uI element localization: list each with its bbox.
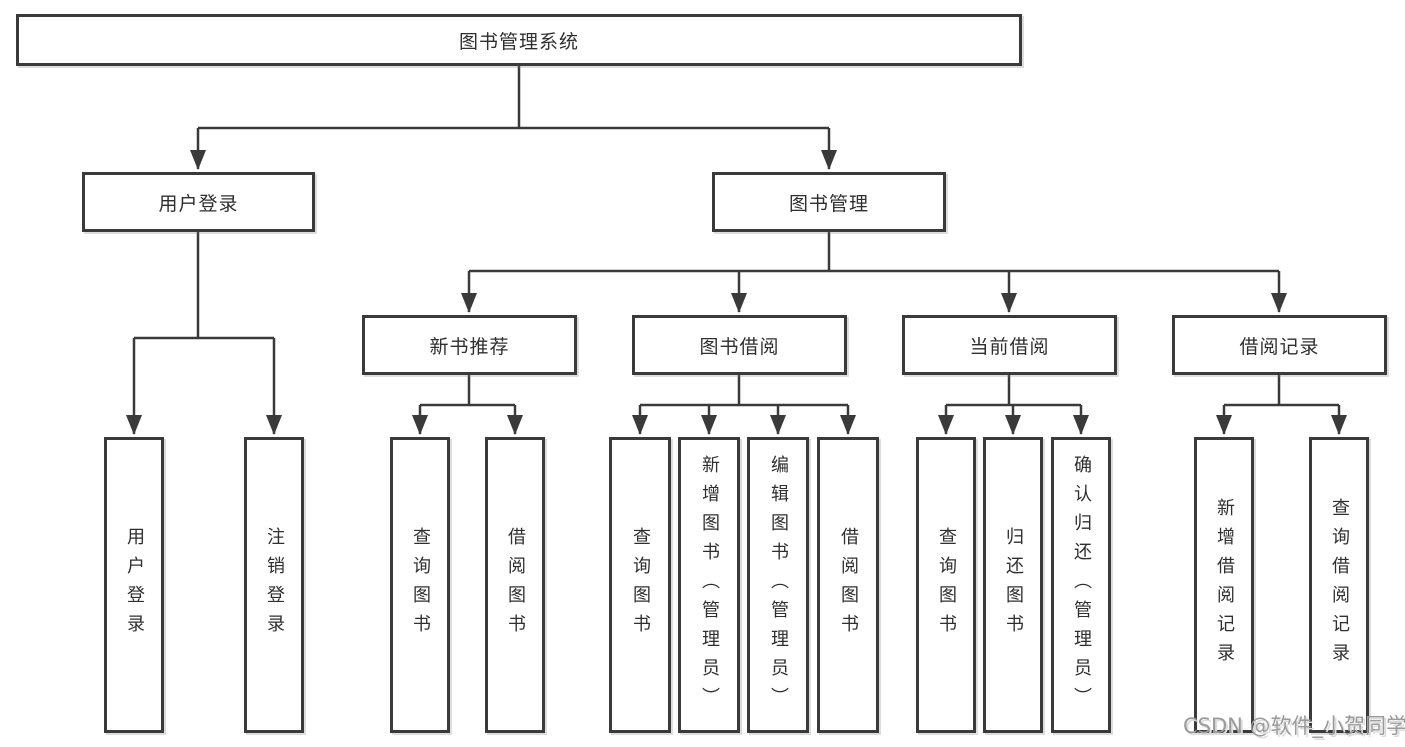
node-label: 图书管理 xyxy=(788,192,869,215)
leaf-return-books: 归还图书 xyxy=(983,437,1043,733)
node-label: 确认归还（管理员） xyxy=(1071,454,1092,716)
leaf-borrow-books-recommend: 借阅图书 xyxy=(485,437,545,733)
node-label: 查询图书 xyxy=(630,527,651,643)
node-label: 用户登录 xyxy=(158,192,239,215)
node-label: 查询图书 xyxy=(410,527,431,643)
node-label: 借阅记录 xyxy=(1239,335,1320,358)
node-borrowing-records: 借阅记录 xyxy=(1172,315,1387,375)
watermark-text: CSDN @软件_小贺同学 xyxy=(1183,714,1405,738)
node-label: 新增借阅记录 xyxy=(1214,498,1235,672)
leaf-logout-login: 注销登录 xyxy=(244,437,304,733)
node-book-management-system: 图书管理系统 xyxy=(16,14,1022,66)
node-label: 借阅图书 xyxy=(838,527,859,643)
node-label: 注销登录 xyxy=(264,527,285,643)
leaf-user-login: 用户登录 xyxy=(104,437,164,733)
leaf-confirm-return-admin: 确认归还（管理员） xyxy=(1051,437,1111,733)
node-label: 编辑图书（管理员） xyxy=(768,454,789,716)
leaf-query-books-recommend: 查询图书 xyxy=(390,437,450,733)
node-label: 借阅图书 xyxy=(505,527,526,643)
node-book-borrowing: 图书借阅 xyxy=(632,315,847,375)
node-label: 图书管理系统 xyxy=(458,30,579,53)
leaf-edit-books-admin: 编辑图书（管理员） xyxy=(747,437,809,733)
node-label: 查询借阅记录 xyxy=(1329,498,1350,672)
node-new-book-recommendation: 新书推荐 xyxy=(362,315,577,375)
node-label: 图书借阅 xyxy=(699,335,780,358)
node-label: 当前借阅 xyxy=(969,335,1050,358)
leaf-query-books-current: 查询图书 xyxy=(916,437,976,733)
leaf-borrow-books: 借阅图书 xyxy=(817,437,879,733)
node-label: 新书推荐 xyxy=(429,335,510,358)
leaf-add-books-admin: 新增图书（管理员） xyxy=(678,437,740,733)
node-user-login: 用户登录 xyxy=(82,172,315,232)
node-book-management: 图书管理 xyxy=(712,172,946,232)
leaf-query-borrow-record: 查询借阅记录 xyxy=(1309,437,1369,733)
node-label: 归还图书 xyxy=(1003,527,1024,643)
node-current-borrowing: 当前借阅 xyxy=(902,315,1117,375)
node-label: 查询图书 xyxy=(936,527,957,643)
leaf-query-books-borrowing: 查询图书 xyxy=(609,437,671,733)
leaf-add-borrow-record: 新增借阅记录 xyxy=(1194,437,1254,733)
node-label: 用户登录 xyxy=(124,527,145,643)
node-label: 新增图书（管理员） xyxy=(699,454,720,716)
